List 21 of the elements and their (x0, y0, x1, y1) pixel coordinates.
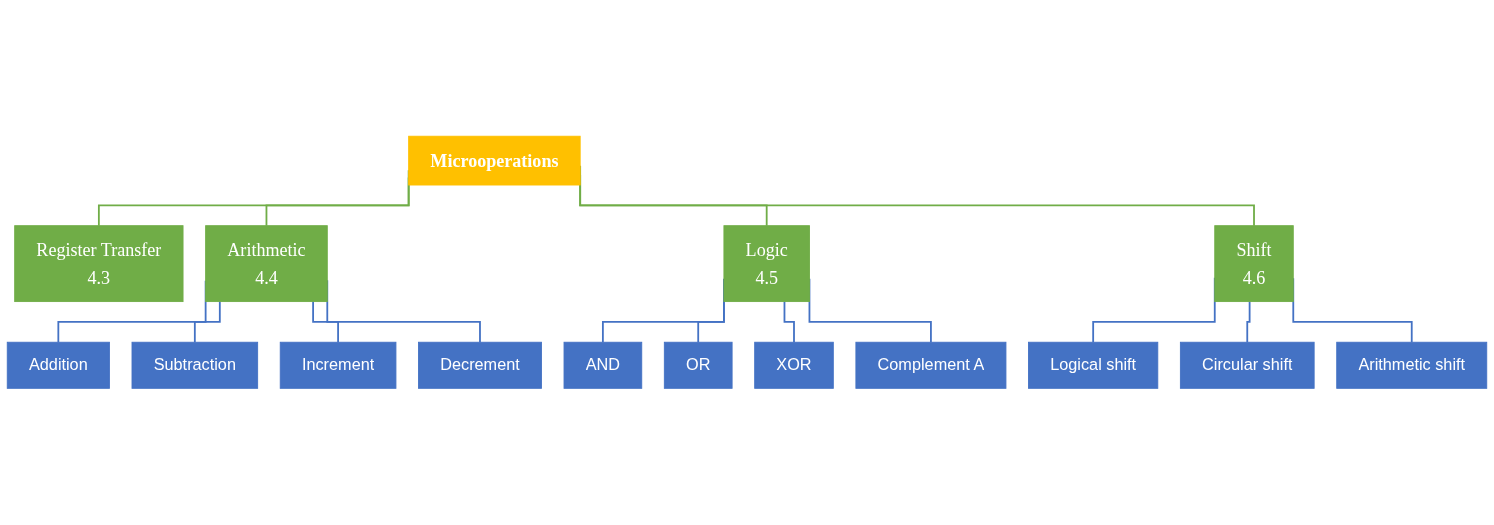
node-box: AND (563, 342, 643, 389)
connector (312, 300, 339, 344)
connector (193, 300, 221, 344)
connector (697, 299, 725, 344)
node-box: Circular shift (1179, 342, 1315, 389)
node-box: Complement A (855, 342, 1007, 389)
node-box: Logic 4.5 (723, 225, 810, 303)
node-box: Register Transfer 4.3 (14, 225, 184, 303)
node-box: OR (663, 342, 733, 389)
node-box: XOR (754, 342, 834, 389)
node-box: Increment (279, 342, 397, 389)
connector (783, 300, 795, 344)
node-box: Subtraction (131, 342, 259, 389)
node-box: Decrement (418, 342, 542, 389)
node-box: Arithmetic shift (1336, 342, 1488, 389)
node-box: Logical shift (1028, 342, 1159, 389)
node-box: Shift 4.6 (1214, 225, 1294, 303)
connector (1246, 300, 1251, 344)
node-box: Addition (6, 342, 110, 389)
node-box: Microoperations (408, 136, 581, 186)
node-box: Arithmetic 4.4 (205, 225, 328, 303)
